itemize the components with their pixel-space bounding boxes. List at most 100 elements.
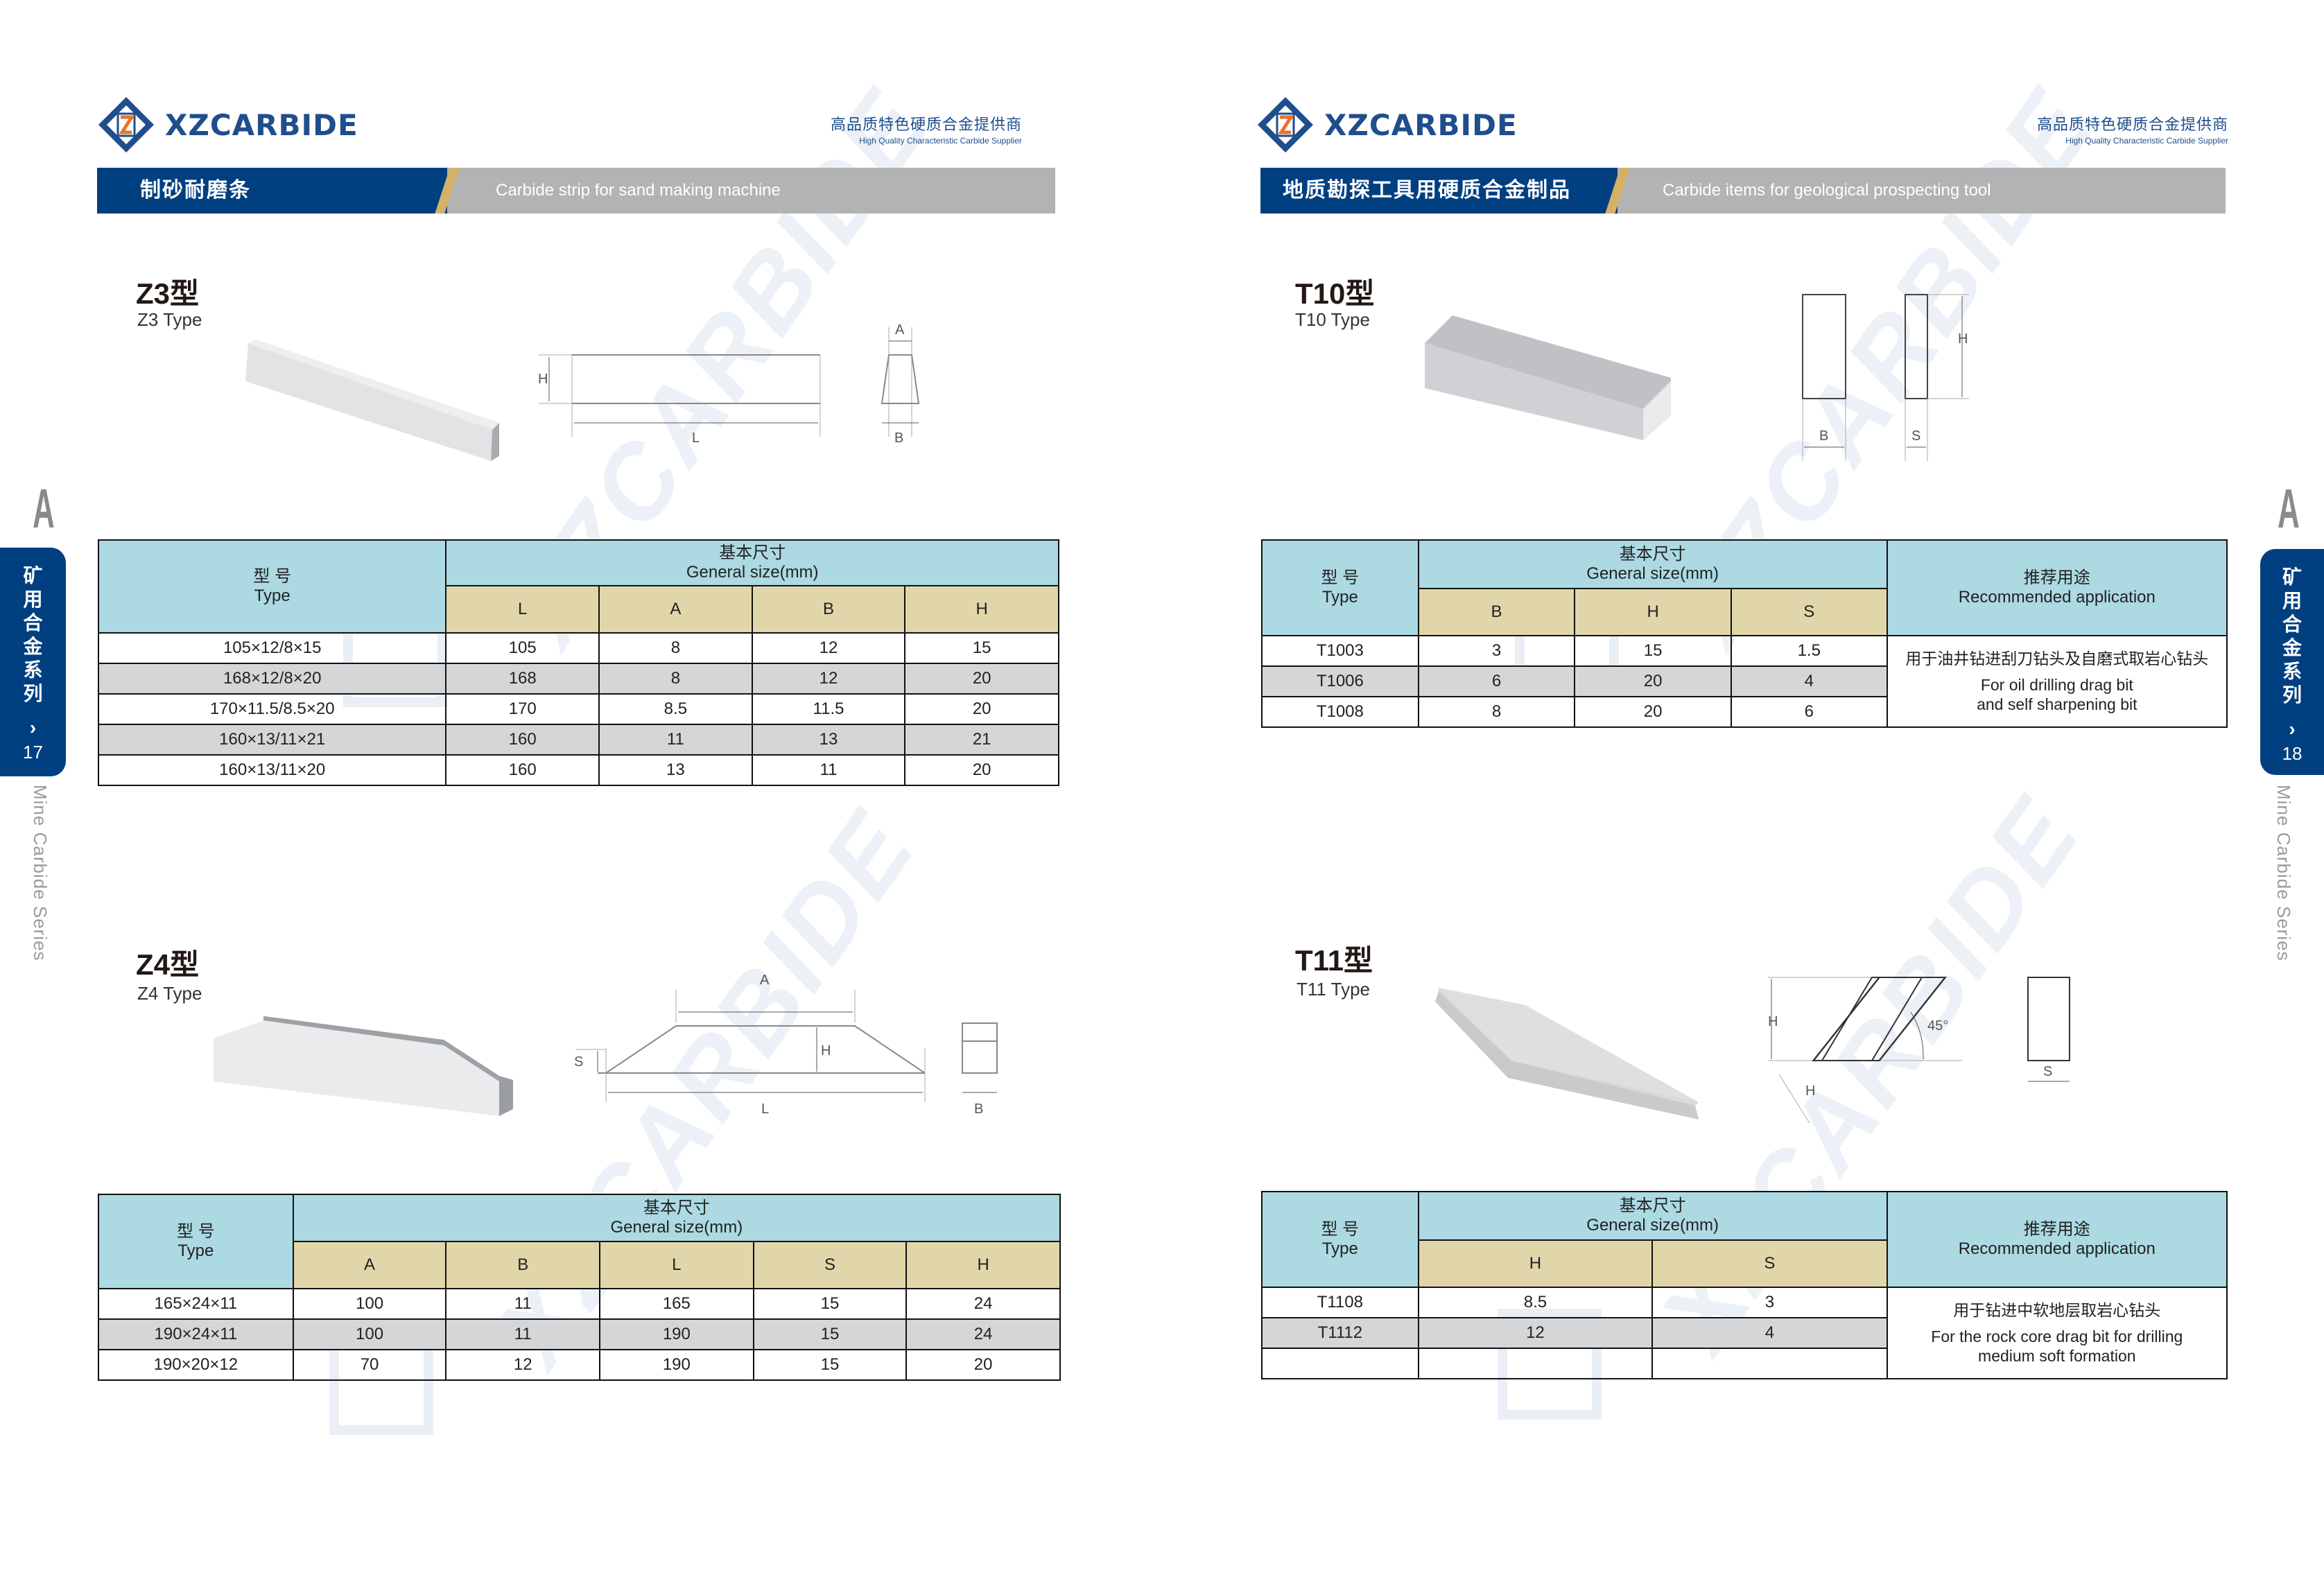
- value-cell: 20: [905, 1349, 1061, 1381]
- brand-slogan: 高品质特色硬质合金提供商 High Quality Characteristic…: [2037, 112, 2228, 146]
- product-title-t10: T10型: [1295, 277, 1375, 310]
- brand-logo: XZCARBIDE: [1256, 96, 1518, 154]
- table-row: T1112 12 4: [1261, 1317, 2227, 1349]
- side-tab-left[interactable]: 矿用合金系列 › 17: [0, 548, 66, 776]
- t10-dimension-drawing: H B S: [1802, 294, 1969, 461]
- col-header: H: [905, 1241, 1061, 1289]
- value-cell: 20: [904, 663, 1059, 695]
- value-cell: 4: [1651, 1317, 1888, 1349]
- value-cell: 13: [751, 724, 906, 756]
- product-subtitle-t11: T11 Type: [1297, 979, 1370, 1000]
- slogan-en: High Quality Characteristic Carbide Supp…: [2065, 136, 2228, 146]
- product-title-t11: T11型: [1295, 944, 1373, 977]
- value-cell: 170: [445, 693, 600, 725]
- section-letter: A: [2278, 478, 2300, 539]
- table-row: 160×13/11×21 160 11 13 21: [97, 724, 1059, 756]
- type-cell: [1261, 1348, 1419, 1379]
- table-row: 170×11.5/8.5×20 170 8.5 11.5 20: [97, 693, 1059, 725]
- table-row: T1008 8 20 6: [1261, 696, 2227, 728]
- col-header: A: [598, 585, 753, 634]
- value-cell: 11: [598, 724, 753, 756]
- z4-product-render: [214, 1016, 513, 1116]
- side-tab-right[interactable]: 矿用合金系列 › 18: [2260, 549, 2324, 775]
- value-cell: 100: [292, 1288, 447, 1320]
- value-cell: 190: [599, 1349, 754, 1381]
- svg-text:B: B: [894, 430, 903, 446]
- value-cell: 11: [751, 754, 906, 786]
- value-cell: 160: [445, 724, 600, 756]
- value-cell: 190: [599, 1318, 754, 1350]
- value-cell: [1651, 1348, 1888, 1379]
- value-cell: 15: [752, 1349, 908, 1381]
- slogan-en: High Quality Characteristic Carbide Supp…: [859, 136, 1022, 146]
- value-cell: 160: [445, 754, 600, 786]
- value-cell: 15: [752, 1288, 908, 1320]
- series-label: Mine Carbide Series: [2273, 785, 2294, 961]
- col-header: L: [599, 1241, 754, 1289]
- brand-name: XZCARBIDE: [1324, 107, 1518, 142]
- product-subtitle-t10: T10 Type: [1295, 309, 1370, 330]
- value-cell: 8.5: [1417, 1287, 1654, 1318]
- svg-text:A: A: [895, 322, 905, 338]
- type-cell: 160×13/11×21: [97, 724, 447, 756]
- table-row: T1006 6 20 4: [1261, 665, 2227, 697]
- brand-name: XZCARBIDE: [165, 107, 358, 142]
- type-cell: T1112: [1261, 1317, 1419, 1349]
- product-subtitle-z3: Z3 Type: [137, 309, 202, 330]
- svg-text:B: B: [974, 1101, 983, 1117]
- section-title-cn: 地质勘探工具用硬质合金制品: [1283, 179, 1571, 202]
- value-cell: 1.5: [1730, 635, 1888, 667]
- type-cell: 170×11.5/8.5×20: [97, 693, 447, 725]
- value-cell: 8.5: [598, 693, 753, 725]
- col-header: L: [445, 585, 600, 634]
- t11-dimension-drawing: H 45° H S: [1768, 977, 2070, 1124]
- value-cell: 8: [598, 663, 753, 695]
- value-cell: 100: [292, 1318, 447, 1350]
- value-cell: 20: [1574, 665, 1732, 697]
- value-cell: 3: [1651, 1287, 1888, 1318]
- value-cell: 12: [751, 663, 906, 695]
- value-cell: 3: [1417, 635, 1576, 667]
- section-letter: A: [33, 478, 55, 539]
- section-title-cn: 制砂耐磨条: [140, 179, 251, 202]
- svg-text:H: H: [1805, 1083, 1815, 1099]
- value-cell: 168: [445, 663, 600, 695]
- table-row: 190×24×11 100 11 190 15 24: [98, 1318, 1061, 1350]
- value-cell: 20: [1574, 696, 1732, 728]
- type-cell: 160×13/11×20: [97, 754, 447, 786]
- application-cell: 用于钻进中软地层取岩心钻头 For the rock core drag bit…: [1886, 1287, 2228, 1379]
- section-title-en: Carbide strip for sand making machine: [496, 181, 781, 200]
- svg-text:S: S: [574, 1054, 583, 1070]
- brand-logo: XZCARBIDE: [97, 96, 358, 154]
- type-cell: 105×12/8×15: [97, 632, 447, 664]
- section-banner-left: 制砂耐磨条 Carbide strip for sand making mach…: [97, 168, 1055, 214]
- type-cell: T1003: [1261, 635, 1419, 667]
- table-row: [1261, 1348, 2227, 1379]
- type-cell: 190×24×11: [98, 1318, 294, 1350]
- svg-text:H: H: [821, 1043, 831, 1058]
- col-header: S: [752, 1241, 908, 1289]
- value-cell: 12: [751, 632, 906, 664]
- value-cell: 13: [598, 754, 753, 786]
- svg-text:H: H: [1768, 1014, 1778, 1029]
- value-cell: 70: [292, 1349, 447, 1381]
- xz-diamond-logo-icon: [98, 97, 154, 152]
- t11-product-render: [1435, 988, 1699, 1119]
- value-cell: 11: [445, 1318, 601, 1350]
- value-cell: 11.5: [751, 693, 906, 725]
- chevron-right-icon: ›: [2289, 718, 2296, 740]
- value-cell: 15: [752, 1318, 908, 1350]
- svg-text:L: L: [692, 430, 700, 446]
- slogan-cn: 高品质特色硬质合金提供商: [830, 116, 1022, 133]
- col-header: H: [904, 585, 1059, 634]
- table-row: 165×24×11 100 11 165 15 24: [98, 1288, 1061, 1320]
- product-subtitle-z4: Z4 Type: [137, 983, 202, 1004]
- tab-label-cn: 矿用合金系列: [23, 565, 43, 704]
